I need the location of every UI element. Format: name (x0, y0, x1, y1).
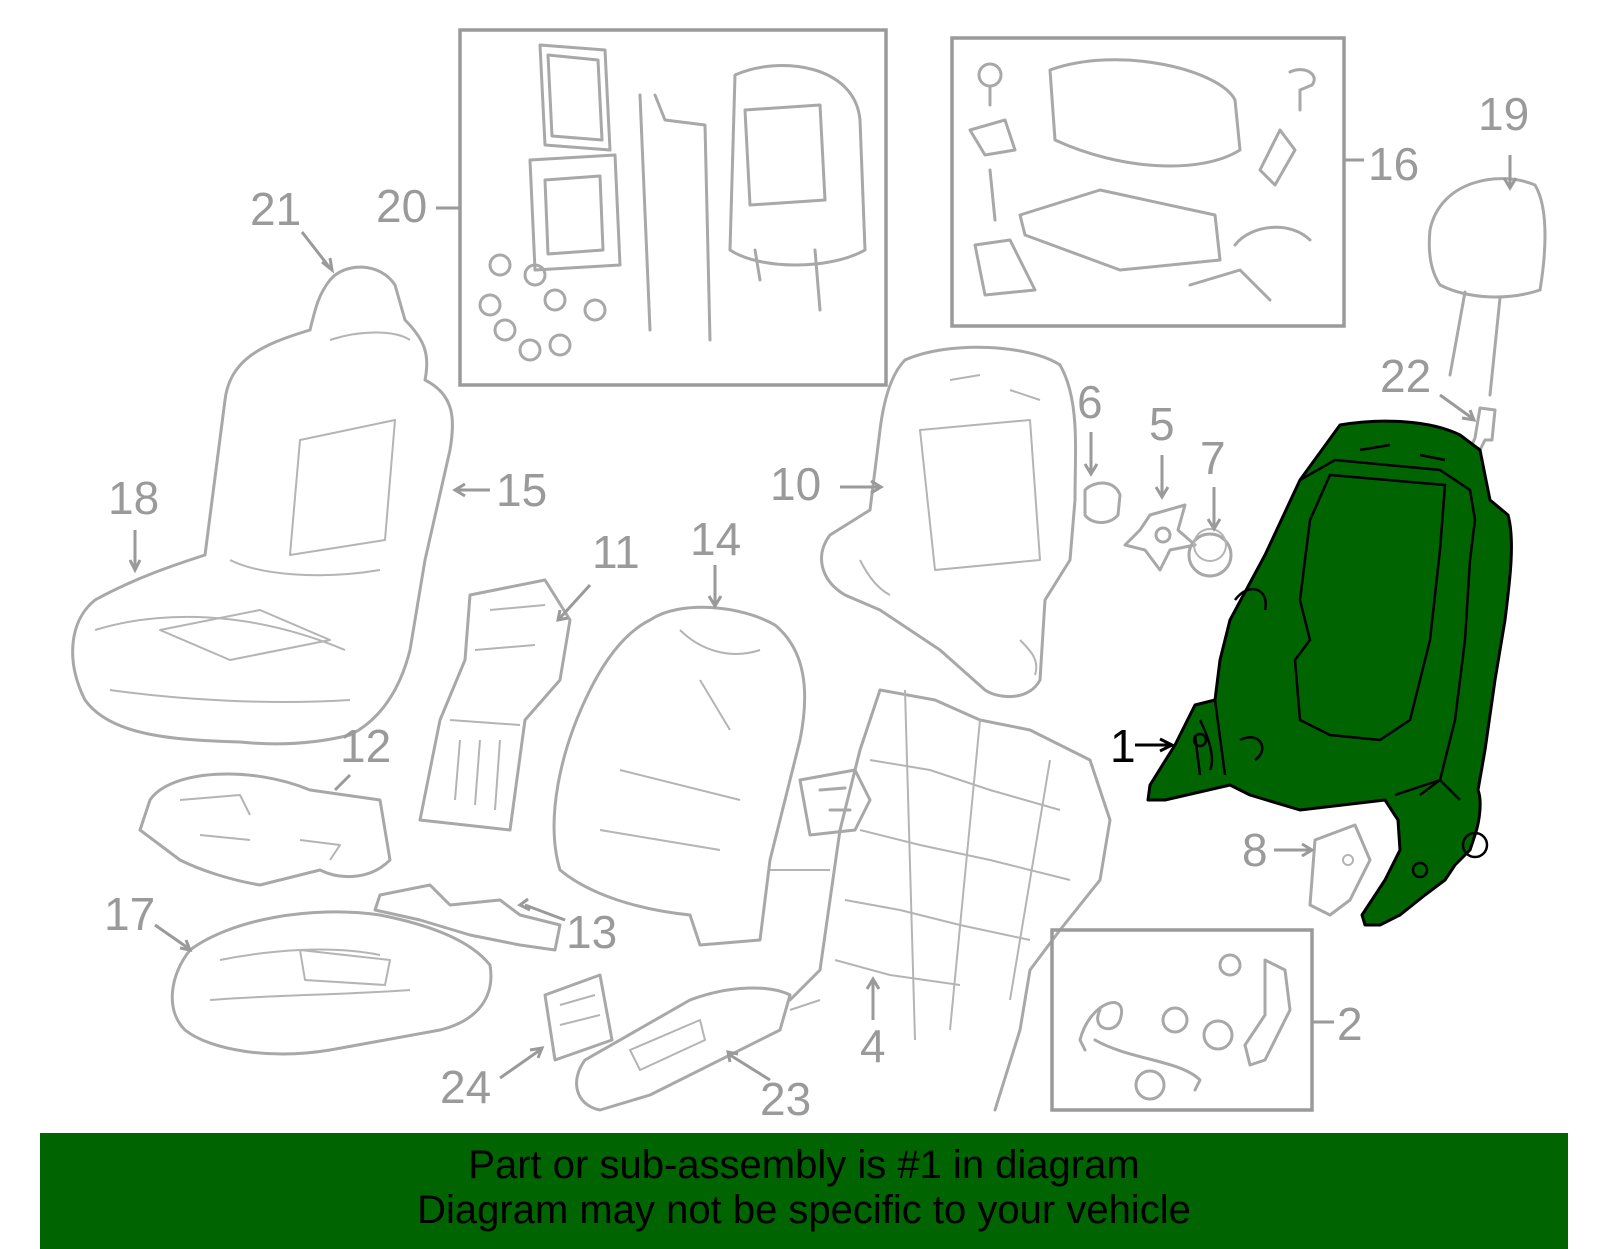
part-13-outline (373, 883, 566, 952)
seat-assembly-outline (71, 265, 454, 746)
inset-box-2 (1050, 928, 1334, 1112)
label-part-10: 10 (770, 458, 821, 510)
label-part-16: 16 (1368, 138, 1419, 190)
part-19-outline (1427, 155, 1547, 397)
label-part-13: 13 (566, 906, 617, 958)
part-8-outline (1274, 823, 1372, 917)
part-10-outline (820, 345, 1078, 699)
label-part-14: 14 (690, 513, 741, 565)
part-6-outline (1083, 432, 1122, 524)
part-14-outline (552, 565, 807, 947)
part-1-highlighted (1135, 419, 1513, 927)
inset-box-16 (950, 36, 1364, 328)
inset-box-20 (436, 28, 888, 387)
part-17-outline (154, 910, 493, 1056)
banner-line-1: Part or sub-assembly is #1 in diagram (468, 1143, 1140, 1187)
part-4-outline (770, 688, 1112, 1112)
banner-line-2: Diagram may not be specific to your vehi… (417, 1188, 1191, 1232)
label-part-20: 20 (376, 180, 427, 232)
label-part-4: 4 (860, 1020, 886, 1072)
part-23-outline (575, 986, 792, 1112)
label-part-7: 7 (1200, 432, 1226, 484)
label-part-12: 12 (340, 720, 391, 772)
label-part-17: 17 (104, 888, 155, 940)
label-part-22: 22 (1380, 350, 1431, 402)
label-part-18: 18 (108, 472, 159, 524)
info-banner: Part or sub-assembly is #1 in diagram Di… (40, 1133, 1568, 1249)
part-12-outline (138, 772, 392, 887)
label-part-24: 24 (440, 1061, 491, 1113)
label-part-2: 2 (1337, 998, 1363, 1050)
part-7-outline (1187, 487, 1233, 578)
label-part-19: 19 (1478, 88, 1529, 140)
part-24-outline (499, 973, 614, 1080)
part-11-outline (418, 578, 592, 832)
label-part-5: 5 (1149, 398, 1175, 450)
part-5-outline (1123, 455, 1197, 572)
label-part-15: 15 (496, 464, 547, 516)
label-part-11: 11 (592, 526, 640, 578)
label-part-6: 6 (1077, 376, 1103, 428)
label-part-21: 21 (250, 183, 301, 235)
label-part-23: 23 (760, 1073, 811, 1125)
label-part-8: 8 (1242, 824, 1268, 876)
label-part-1: 1 (1110, 720, 1136, 772)
